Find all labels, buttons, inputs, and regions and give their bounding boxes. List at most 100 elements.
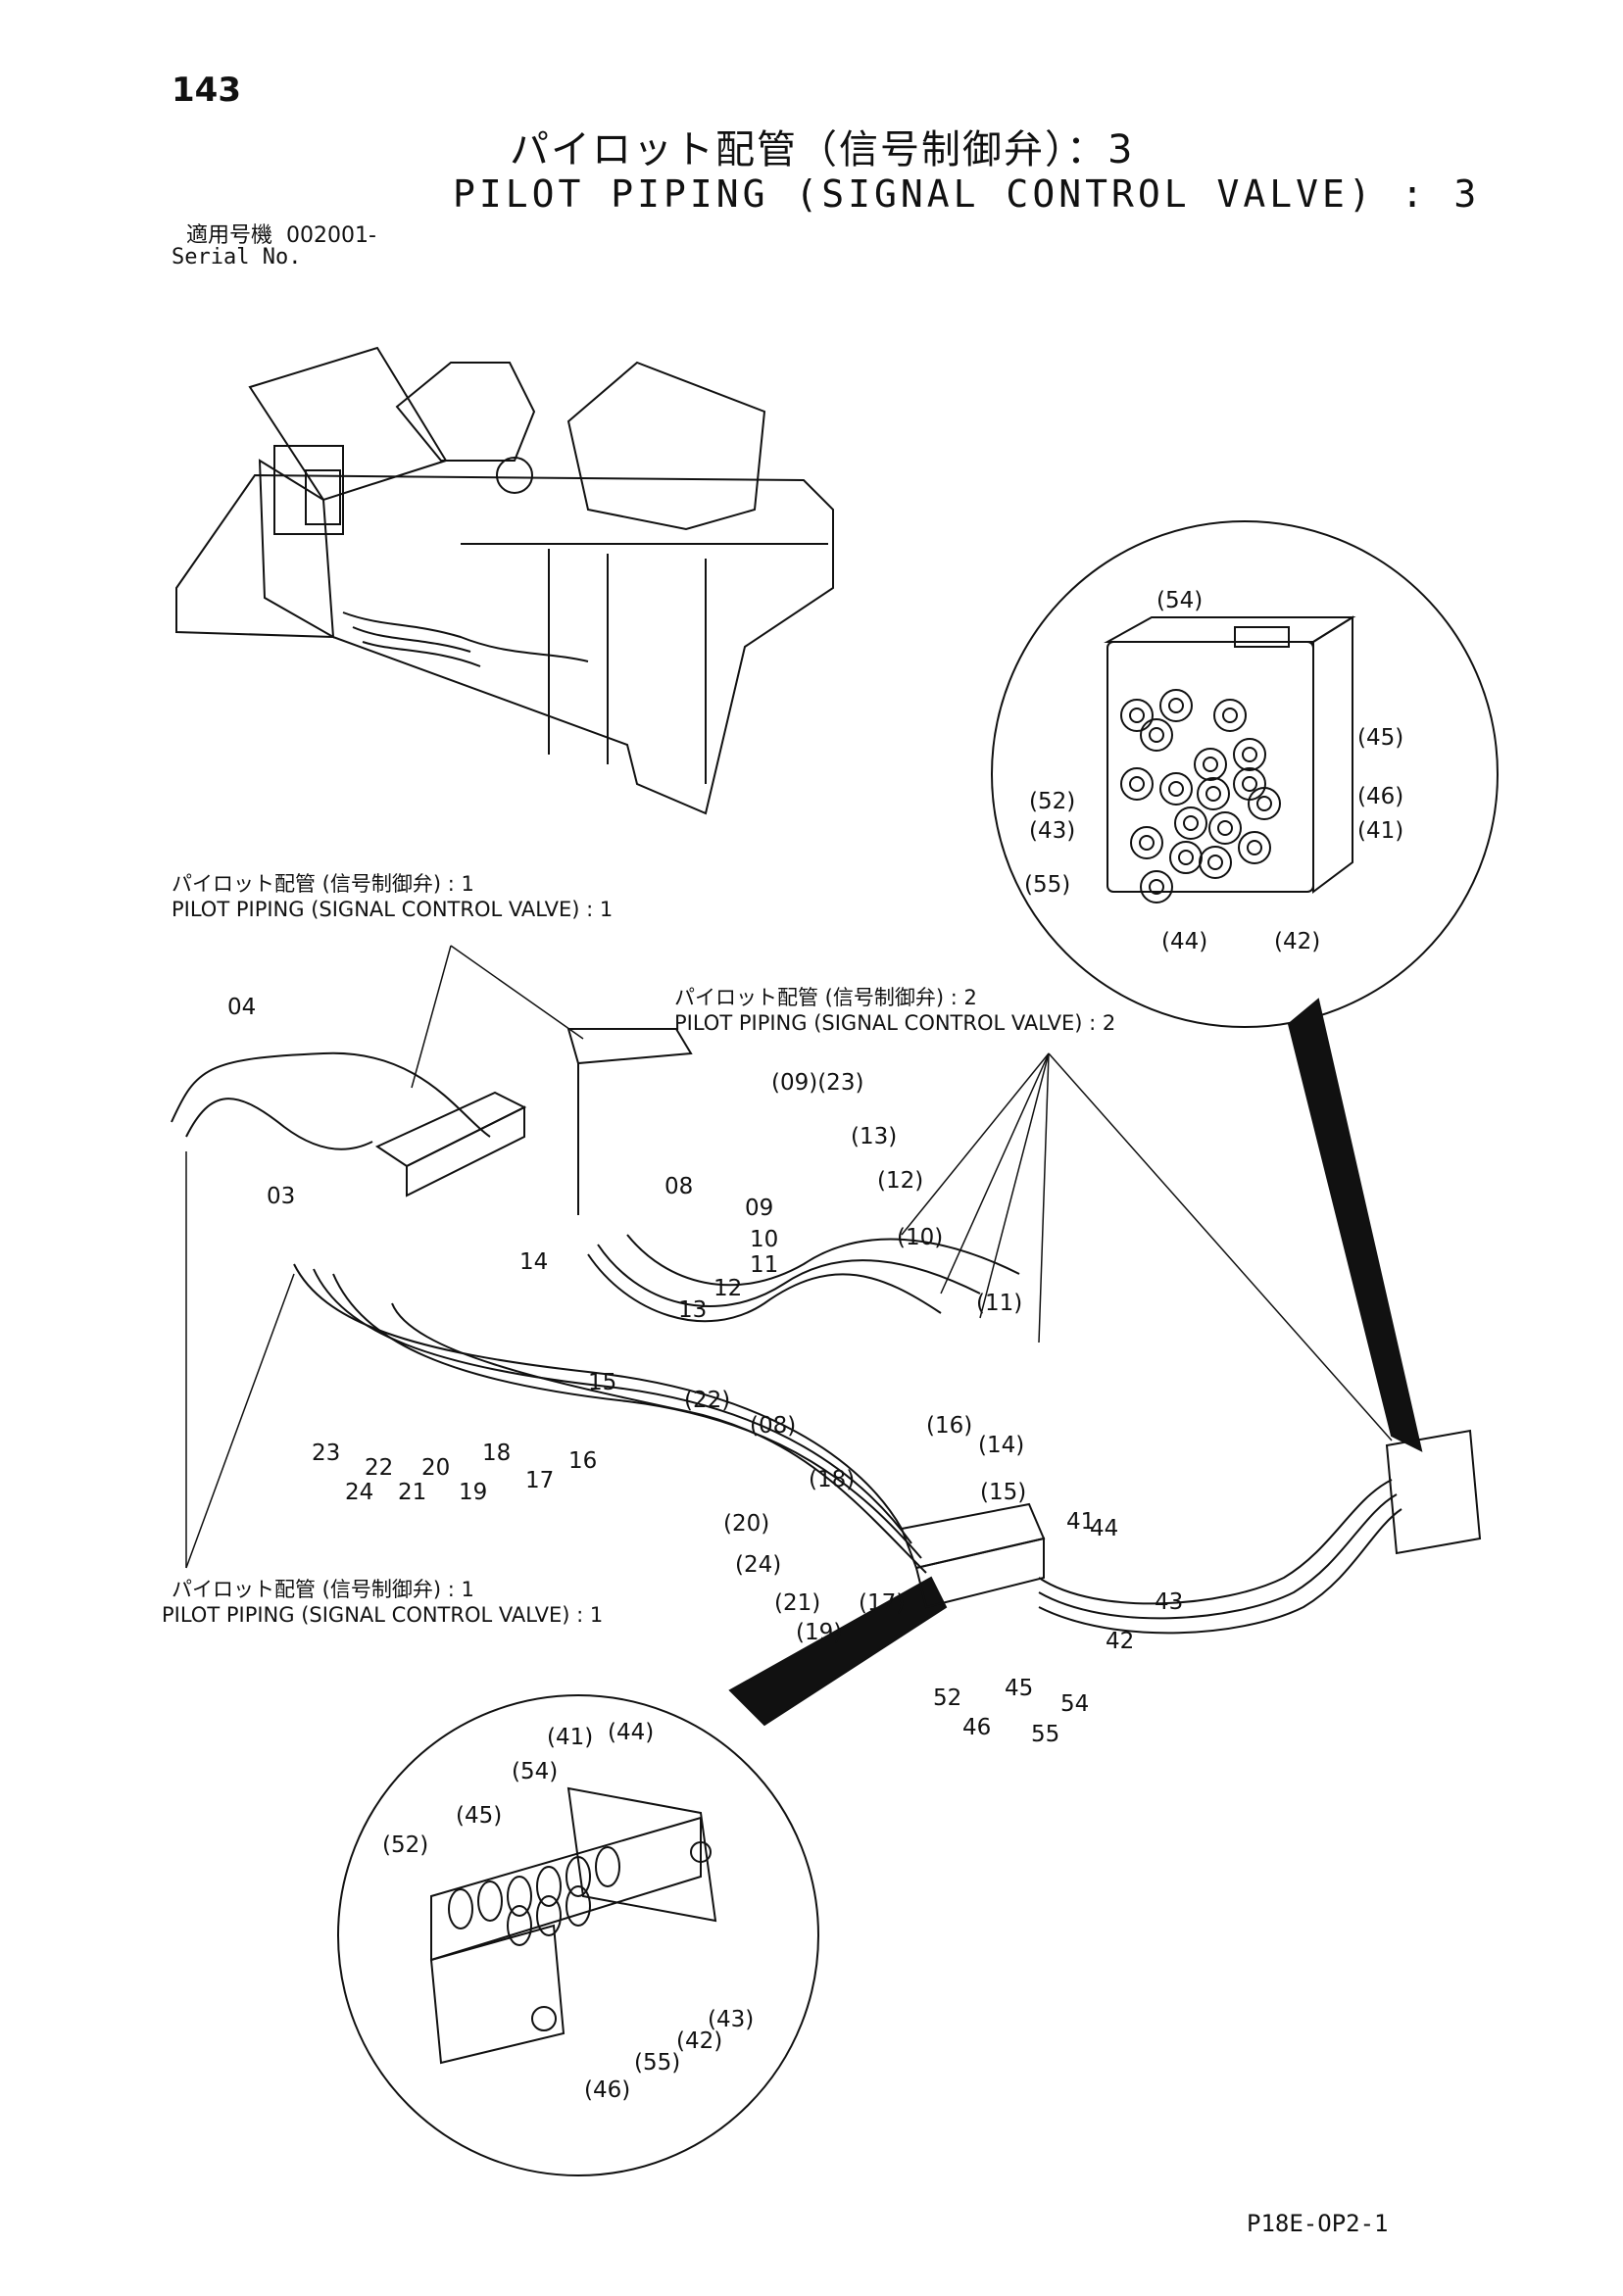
port-fitting — [1169, 841, 1203, 874]
part-number-label: 46 — [962, 1715, 991, 1740]
port-fitting — [1140, 870, 1173, 904]
port-fitting — [1197, 777, 1230, 810]
lower-detail-label: (46) — [584, 2077, 630, 2103]
part-number-label: (08) — [750, 1413, 796, 1439]
port-fitting — [1194, 748, 1227, 781]
port-fitting — [1199, 846, 1232, 879]
part-number-label: 12 — [713, 1276, 742, 1301]
port-fitting — [1238, 831, 1271, 864]
part-number-label: 24 — [345, 1480, 373, 1505]
upper-detail-label: (42) — [1274, 929, 1320, 954]
upper-detail-label: (46) — [1357, 784, 1403, 809]
port-fitting — [566, 1885, 591, 1927]
reference-leader-lines — [185, 945, 1393, 1569]
part-number-label: 19 — [459, 1480, 487, 1505]
reference-2-en: PILOT PIPING (SIGNAL CONTROL VALVE) : 2 — [674, 1011, 1116, 1035]
part-number-label: 10 — [750, 1227, 778, 1252]
port-fitting-inner — [1222, 708, 1238, 723]
port-fitting-inner — [1139, 835, 1155, 851]
port-fitting — [595, 1846, 620, 1887]
valve-block-bottom — [900, 1502, 1046, 1609]
title-japanese: パイロット配管（信号制御弁）：3 — [510, 127, 1135, 172]
reference-2-jp: パイロット配管 (信号制御弁) : 2 — [674, 986, 977, 1009]
reference-1-jp: パイロット配管 (信号制御弁) : 1 — [172, 872, 474, 896]
part-number-label: 42 — [1106, 1629, 1134, 1654]
part-number-label: 17 — [525, 1468, 554, 1493]
diagram-labels: (54)(45)(52)(46)(43)(41)(55)(44)(42)0403… — [227, 588, 1403, 2103]
part-number-label: (18) — [809, 1467, 855, 1492]
port-fitting-inner — [1149, 879, 1164, 895]
machine-overview — [175, 346, 834, 815]
part-number-label: 13 — [678, 1297, 707, 1323]
part-number-label: (19) — [796, 1620, 842, 1645]
reference-3-en: PILOT PIPING (SIGNAL CONTROL VALVE) : 1 — [162, 1603, 604, 1627]
port-fitting — [1248, 787, 1281, 820]
port-fitting — [1208, 811, 1242, 845]
part-number-label: (17) — [859, 1590, 905, 1616]
part-number-label: (09)(23) — [771, 1070, 863, 1096]
port-fitting — [1159, 689, 1193, 722]
port-fitting-inner — [1129, 708, 1145, 723]
part-number-label: (12) — [877, 1168, 923, 1194]
tube-bundle-left — [171, 1051, 927, 1574]
port-fitting — [1140, 718, 1173, 752]
part-number-label: 44 — [1090, 1516, 1118, 1541]
lower-detail-label: (41) — [547, 1725, 593, 1750]
port-fitting — [536, 1895, 562, 1936]
part-number-label: 11 — [750, 1252, 778, 1278]
part-number-label: 43 — [1155, 1589, 1183, 1615]
part-number-label: (24) — [735, 1552, 781, 1578]
lower-detail-pointer — [728, 1576, 948, 1727]
title-english: PILOT PIPING (SIGNAL CONTROL VALVE) : 3 — [453, 172, 1481, 216]
serial-label-japanese: 適用号機 002001- — [186, 218, 376, 249]
port-fitting-inner — [1178, 850, 1194, 865]
tube-bundle-right — [1038, 1479, 1402, 1635]
valve-block-far-right — [1385, 1429, 1482, 1555]
serial-label-english: Serial No. — [172, 245, 302, 269]
part-number-label: (21) — [774, 1590, 820, 1616]
port-fitting-inner — [1242, 776, 1257, 792]
part-number-label: 03 — [267, 1184, 295, 1209]
part-number-label: 16 — [568, 1448, 597, 1474]
port-fitting-inner — [1205, 786, 1221, 802]
port-fitting — [1120, 699, 1154, 732]
part-number-label: 15 — [588, 1370, 616, 1395]
port-fitting — [1159, 772, 1193, 806]
port-fitting-inner — [1183, 815, 1199, 831]
reference-3-jp: パイロット配管 (信号制御弁) : 1 — [172, 1578, 474, 1601]
port-fitting — [507, 1905, 532, 1946]
part-number-label: (11) — [976, 1291, 1022, 1316]
part-number-label: 21 — [398, 1480, 426, 1505]
port-fitting-inner — [1247, 840, 1262, 855]
lower-detail-label: (55) — [634, 2050, 680, 2076]
upper-detail-label: (55) — [1024, 872, 1070, 898]
port-fitting-inner — [1129, 776, 1145, 792]
serial-label: 適用号機 — [186, 223, 273, 248]
part-number-label: (14) — [978, 1433, 1024, 1458]
upper-detail-label: (52) — [1029, 789, 1075, 814]
port-fitting — [1233, 767, 1266, 801]
port-fitting — [1130, 826, 1163, 859]
upper-detail-label: (54) — [1156, 588, 1203, 613]
part-number-label: 55 — [1031, 1722, 1059, 1747]
valve-block-left — [374, 1091, 527, 1197]
port-fitting-inner — [1207, 855, 1223, 870]
lower-detail-label: (52) — [382, 1832, 428, 1858]
part-number-label: 18 — [482, 1441, 511, 1466]
lower-detail-label: (45) — [456, 1803, 502, 1829]
part-number-label: 52 — [933, 1685, 961, 1711]
part-number-label: 20 — [421, 1455, 450, 1481]
port-fitting — [1233, 738, 1266, 771]
port-fitting — [536, 1866, 562, 1907]
lower-detail-label: (42) — [676, 2028, 722, 2054]
part-number-label: 09 — [745, 1196, 773, 1221]
reference-1-en: PILOT PIPING (SIGNAL CONTROL VALVE) : 1 — [172, 898, 614, 921]
part-number-label: 41 — [1066, 1509, 1095, 1535]
port-fitting-inner — [1203, 757, 1218, 772]
part-number-label: 54 — [1060, 1691, 1089, 1717]
lower-detail-ports — [448, 1846, 620, 1946]
part-number-label: (16) — [926, 1413, 972, 1439]
upper-detail-label: (44) — [1161, 929, 1207, 954]
part-number-label: 22 — [365, 1455, 393, 1481]
part-number-label: 45 — [1005, 1676, 1033, 1701]
